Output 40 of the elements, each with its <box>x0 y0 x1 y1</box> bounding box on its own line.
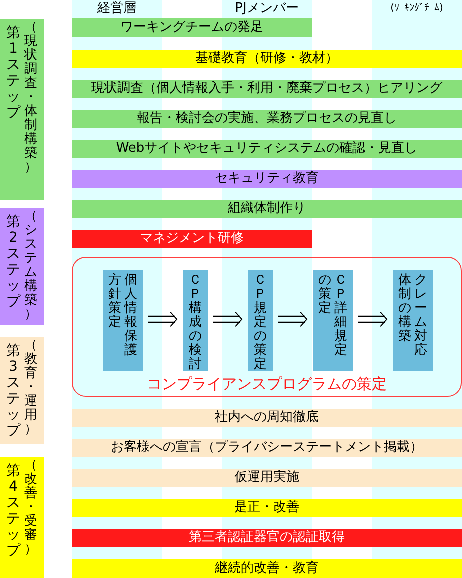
step-subtitle: （現状調査・体制構築） <box>24 21 38 177</box>
task-bar: 仮運用実施 <box>72 469 462 487</box>
step-label <box>0 337 44 444</box>
step-subtitle: （システム構築） <box>24 210 38 324</box>
task-bar: 継続的改善・教育 <box>72 559 462 578</box>
task-bar: 第三者認証器官の認証取得 <box>72 529 462 547</box>
column-header: 経営層 <box>96 0 138 18</box>
task-bar: Webサイトやセキュリティシステムの確認・見直し <box>72 140 462 158</box>
task-bar: 是正・改善 <box>72 499 462 517</box>
step-name: 第1ステップ <box>6 24 21 123</box>
process-box: 個人情報保護方針策定 <box>103 270 143 371</box>
process-box: ＣＰ詳細規定の策定 <box>313 270 353 371</box>
task-bar: 現状調査（個人情報入手・利用・廃棄プロセス）ヒアリング <box>72 80 462 98</box>
step-name: 第4ステップ <box>6 462 21 561</box>
double-arrow <box>357 312 388 328</box>
task-bar: マネジメント研修 <box>72 230 312 248</box>
group-title: コンプライアンスプログラムの策定 <box>146 374 388 394</box>
process-group <box>72 257 462 397</box>
step-label <box>0 19 44 200</box>
task-bar: 報告・検討会の実施、業務プロセスの見直し <box>72 110 462 128</box>
step-subtitle: （改善・受審） <box>24 459 38 559</box>
double-arrow <box>212 312 243 328</box>
process-box: ＣＰ構成の検討 <box>183 270 208 371</box>
step-name: 第3ステップ <box>6 342 21 441</box>
task-bar: 基礎教育（研修・教材） <box>72 50 462 68</box>
process-box: クレーム対応体制の構築 <box>393 270 433 371</box>
step-label <box>0 208 44 325</box>
step-subtitle: （教育・運用） <box>24 339 38 439</box>
column-header: (ﾜｰｷﾝｸﾞﾁｰﾑ) <box>390 2 444 16</box>
task-bar: セキュリティ教育 <box>72 170 462 188</box>
step-label <box>0 457 44 578</box>
double-arrow <box>277 312 308 328</box>
column-header: PJメンバー <box>234 0 300 18</box>
task-bar: ワーキングチームの発足 <box>72 18 312 37</box>
process-box: ＣＰ規定の策定 <box>248 270 273 371</box>
task-bar: 社内への周知徹底 <box>72 409 462 427</box>
task-bar: お客様への宣言（プライバシーステートメント掲載） <box>72 439 462 457</box>
task-bar: 組織体制作り <box>72 200 462 218</box>
step-name: 第2ステップ <box>6 213 21 312</box>
double-arrow <box>147 312 178 328</box>
